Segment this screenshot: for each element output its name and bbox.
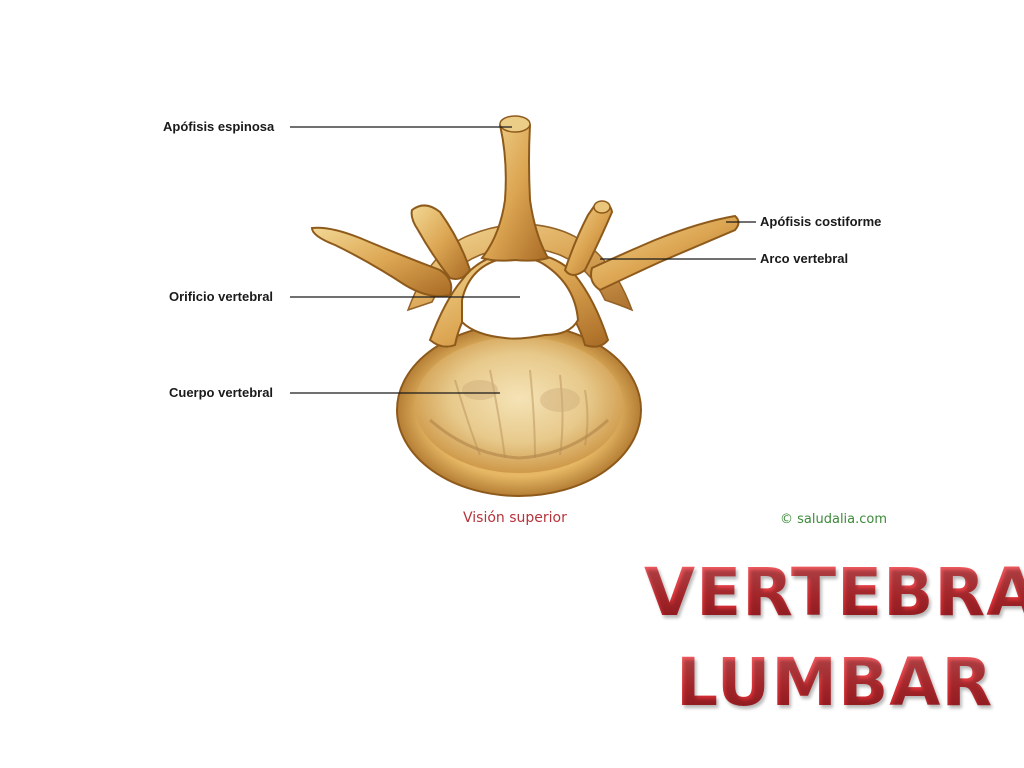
label-vertebral-body: Cuerpo vertebral: [169, 385, 274, 400]
right-costiform-process: [590, 214, 740, 292]
source-credit: © saludalia.com: [780, 512, 888, 527]
view-caption: Visión superior: [463, 510, 567, 526]
label-costiform-process: Apófisis costiforme: [760, 214, 882, 229]
title-line-1: VERTEBRA: [644, 558, 1024, 628]
label-vertebral-foramen: Orificio vertebral: [169, 289, 274, 304]
label-vertebral-arch: Arco vertebral: [760, 251, 849, 266]
leader-lines: [290, 126, 756, 394]
vertebral-body: [396, 323, 642, 497]
title-line-2: LUMBAR: [676, 644, 994, 721]
spinous-process: [480, 117, 550, 262]
articular-processes: [410, 200, 614, 280]
label-spinous-process: Apófisis espinosa: [163, 119, 275, 134]
left-costiform-process: [310, 226, 453, 298]
